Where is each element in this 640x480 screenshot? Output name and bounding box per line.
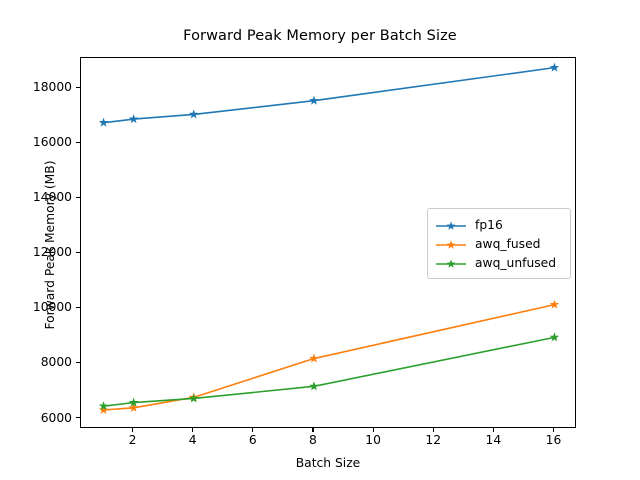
data-point-marker-fp16 — [98, 117, 109, 127]
legend-swatch-fp16 — [435, 218, 467, 232]
x-tick-mark — [312, 428, 314, 432]
data-point-marker-awq_unfused — [98, 401, 109, 411]
x-tick-mark — [372, 428, 374, 432]
x-tick-mark — [432, 428, 434, 432]
x-tick-label: 10 — [365, 433, 381, 447]
data-point-marker-fp16 — [309, 95, 319, 105]
legend-item-awq_fused[interactable]: awq_fused — [435, 234, 563, 253]
y-tick-label: 14000 — [32, 190, 72, 205]
x-tick-label: 14 — [485, 433, 502, 447]
x-tick-label: 2 — [128, 433, 137, 447]
y-tick-mark — [76, 196, 80, 198]
x-tick-label: 6 — [248, 433, 257, 447]
y-tick-mark — [76, 141, 80, 143]
y-tick-mark — [76, 417, 80, 419]
y-tick-mark — [76, 306, 80, 309]
data-point-marker-fp16 — [128, 114, 139, 124]
series-line-fp16 — [103, 66, 555, 124]
x-tick-mark — [252, 428, 254, 432]
x-tick-mark — [132, 428, 134, 432]
x-axis-label: Batch Size — [295, 456, 361, 470]
legend-label-awq_unfused: awq_unfused — [475, 255, 557, 270]
y-tick-label: 16000 — [32, 135, 72, 150]
y-tick-label: 12000 — [32, 245, 72, 260]
x-tick-label: 12 — [425, 433, 442, 447]
x-tick-mark — [192, 428, 194, 432]
plot-lines-svg — [98, 62, 560, 415]
x-tick-mark — [492, 428, 494, 432]
y-tick-label: 8000 — [40, 355, 72, 370]
legend-item-awq_unfused[interactable]: awq_unfused — [435, 253, 563, 272]
data-point-marker-awq_fused — [128, 402, 139, 412]
series-line-awq_fused — [103, 303, 555, 411]
y-tick-label: 6000 — [40, 410, 72, 425]
data-point-marker-awq_unfused — [188, 393, 199, 403]
data-point-marker-awq_unfused — [309, 381, 319, 391]
y-tick-label: 18000 — [32, 80, 72, 95]
data-point-marker-fp16 — [188, 109, 199, 119]
data-point-marker-awq_fused — [549, 299, 560, 309]
data-point-marker-awq_unfused — [549, 332, 560, 342]
legend-swatch-awq_fused — [435, 237, 467, 251]
data-point-marker-awq_fused — [309, 353, 319, 363]
y-axis-label: Forward Peak Memory (MB) — [43, 160, 57, 330]
y-tick-mark — [76, 251, 80, 253]
legend-item-fp16[interactable]: fp16 — [435, 215, 563, 234]
y-tick-label: 10000 — [32, 300, 72, 315]
data-point-marker-fp16 — [549, 62, 560, 72]
x-tick-mark — [552, 428, 555, 432]
legend-label-awq_fused: awq_fused — [475, 236, 541, 251]
x-tick-label: 16 — [545, 433, 562, 447]
x-tick-label: 4 — [188, 433, 197, 447]
y-tick-mark — [76, 86, 80, 88]
legend-swatch-awq_unfused — [435, 256, 467, 270]
series-line-awq_unfused — [103, 336, 555, 407]
x-tick-label: 8 — [309, 433, 317, 447]
y-tick-mark — [76, 361, 80, 364]
data-point-marker-awq_fused — [98, 405, 109, 415]
chart-legend: fp16 awq_fused awq_unfused — [427, 208, 571, 279]
chart-title: Forward Peak Memory per Batch Size — [183, 28, 457, 44]
plot-area — [80, 57, 576, 428]
legend-label-fp16: fp16 — [475, 217, 503, 232]
data-point-marker-awq_unfused — [128, 397, 139, 407]
